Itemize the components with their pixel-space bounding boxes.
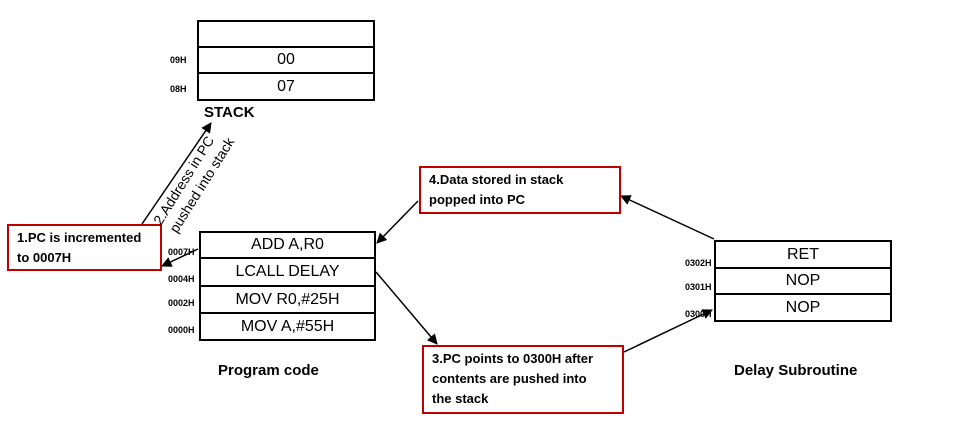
program-address-0002h: 0002H bbox=[168, 298, 195, 308]
subroutine-address-0300h: 0300H bbox=[685, 309, 712, 319]
program-row-mov-a: MOV A,#55H bbox=[199, 312, 376, 341]
arrow-to-add-row bbox=[376, 200, 419, 244]
subroutine-row-ret: RET bbox=[714, 240, 892, 269]
step3-note-line3: the stack bbox=[432, 391, 489, 406]
stack-cell-09h: 00 bbox=[197, 46, 375, 74]
program-address-0004h: 0004H bbox=[168, 274, 195, 284]
stack-address-08h: 08H bbox=[170, 84, 187, 94]
arrow-to-stack bbox=[141, 122, 212, 225]
program-title: Program code bbox=[218, 362, 319, 379]
subroutine-address-0301h: 0301H bbox=[685, 282, 712, 292]
step1-note-line2: to 0007H bbox=[17, 250, 72, 265]
arrow-to-subroutine bbox=[623, 309, 713, 353]
program-address-0000h: 0000H bbox=[168, 325, 195, 335]
arrow-to-step3-note bbox=[375, 271, 438, 345]
step3-note-line2: contents are pushed into bbox=[432, 371, 587, 386]
subroutine-title: Delay Subroutine bbox=[734, 362, 858, 379]
step4-note-line2: popped into PC bbox=[429, 192, 526, 207]
arrow-to-step4-note bbox=[620, 195, 715, 240]
stack-title: STACK bbox=[204, 104, 255, 121]
step4-note: 4.Data stored in stack popped into PC bbox=[419, 166, 621, 214]
stack-address-09h: 09H bbox=[170, 55, 187, 65]
subroutine-address-0302h: 0302H bbox=[685, 258, 712, 268]
step1-note-line1: 1.PC is incremented bbox=[17, 230, 142, 245]
subroutine-row-nop-0300: NOP bbox=[714, 293, 892, 322]
step4-note-line1: 4.Data stored in stack bbox=[429, 172, 564, 187]
program-row-mov-r0: MOV R0,#25H bbox=[199, 285, 376, 314]
step1-note: 1.PC is incremented to 0007H bbox=[7, 224, 162, 271]
arrow-to-step1-note bbox=[161, 248, 199, 267]
subroutine-row-nop-0301: NOP bbox=[714, 267, 892, 295]
stack-cell-top bbox=[197, 20, 375, 48]
step3-note-line1: 3.PC points to 0300H after bbox=[432, 351, 594, 366]
stack-cell-08h: 07 bbox=[197, 72, 375, 101]
step3-note: 3.PC points to 0300H after contents are … bbox=[422, 345, 624, 414]
program-row-lcall: LCALL DELAY bbox=[199, 257, 376, 287]
program-address-0007h: 0007H bbox=[168, 247, 195, 257]
program-row-add: ADD A,R0 bbox=[199, 231, 376, 259]
